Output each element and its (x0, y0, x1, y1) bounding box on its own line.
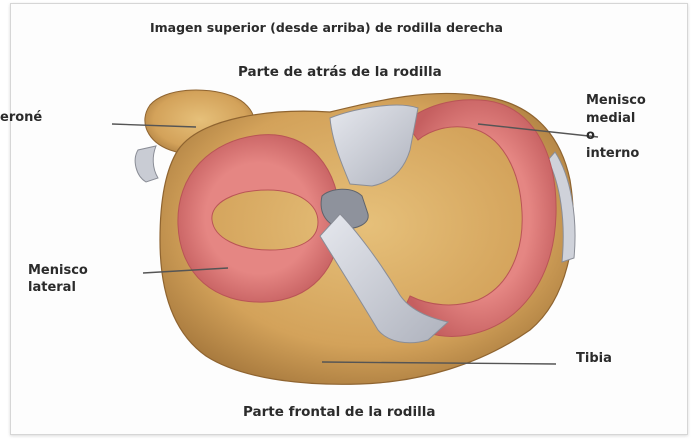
label-line: medial (586, 110, 676, 128)
fibula-cartilage (135, 146, 158, 182)
label-line: Menisco (28, 262, 108, 279)
label-line: Menisco (586, 92, 676, 110)
bottom-orientation-label: Parte frontal de la rodilla (243, 404, 435, 420)
top-orientation-label: Parte de atrás de la rodilla (238, 64, 442, 80)
figure-title: Imagen superior (desde arriba) de rodill… (150, 20, 503, 36)
label-tibia: Tibia (576, 351, 612, 367)
label-line: o (586, 127, 676, 145)
label-menisco-lateral: Menisco lateral (28, 262, 108, 296)
label-perone: eroné (0, 110, 42, 126)
label-menisco-medial: Menisco medial o interno (586, 92, 676, 162)
label-line: interno (586, 145, 676, 163)
label-line: lateral (28, 279, 108, 296)
